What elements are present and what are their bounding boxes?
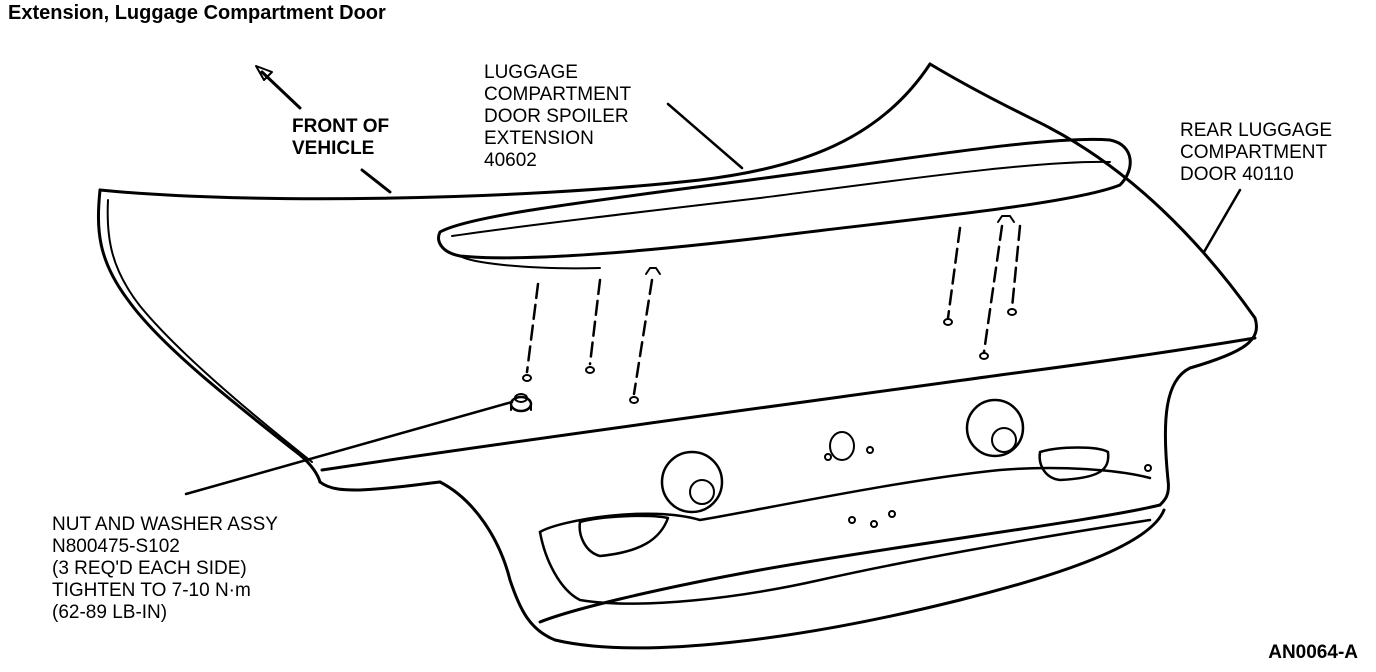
leader-nut: [184, 400, 514, 496]
figure-id: AN0064-A: [1268, 642, 1358, 663]
front-arrow: [255, 65, 392, 194]
callout-nut-line: NUT AND WASHER ASSY: [52, 514, 278, 535]
callout-front-line: FRONT OF: [292, 116, 390, 137]
callout-nut-line: N800475-S102: [52, 536, 180, 557]
callout-spoiler: LUGGAGE COMPARTMENT DOOR SPOILER EXTENSI…: [484, 62, 631, 172]
callout-door-line: REAR LUGGAGE: [1180, 120, 1333, 141]
callout-spoiler-line: LUGGAGE: [484, 62, 578, 83]
fastener-lines: [525, 224, 1022, 396]
leader-door: [1202, 188, 1242, 254]
callout-door-line: DOOR 40110: [1180, 164, 1294, 185]
callout-door-line: COMPARTMENT: [1180, 142, 1328, 163]
callout-door: REAR LUGGAGE COMPARTMENT DOOR 40110: [1180, 120, 1332, 186]
callout-spoiler-line: EXTENSION: [484, 128, 594, 149]
callout-spoiler-line: DOOR SPOILER: [484, 106, 629, 127]
callout-spoiler-line: 40602: [484, 150, 537, 171]
callout-front: FRONT OF VEHICLE: [292, 116, 389, 160]
nut-washer-icon: [509, 393, 533, 413]
callout-nut-line: (62-89 LB-IN): [52, 602, 168, 623]
fastener-holes: [522, 308, 1017, 404]
luggage-door-outline: [97, 62, 1258, 650]
callout-nut-line: TIGHTEN TO 7-10 N·m: [52, 580, 251, 601]
callout-nut: NUT AND WASHER ASSY N800475-S102 (3 REQ'…: [52, 514, 278, 624]
page-title: Extension, Luggage Compartment Door: [8, 2, 386, 24]
leader-spoiler: [666, 102, 744, 170]
callout-nut-line: (3 REQ'D EACH SIDE): [52, 558, 247, 579]
callout-front-line: VEHICLE: [292, 138, 375, 159]
spoiler-extension: [437, 137, 1132, 275]
callout-spoiler-line: COMPARTMENT: [484, 84, 632, 105]
